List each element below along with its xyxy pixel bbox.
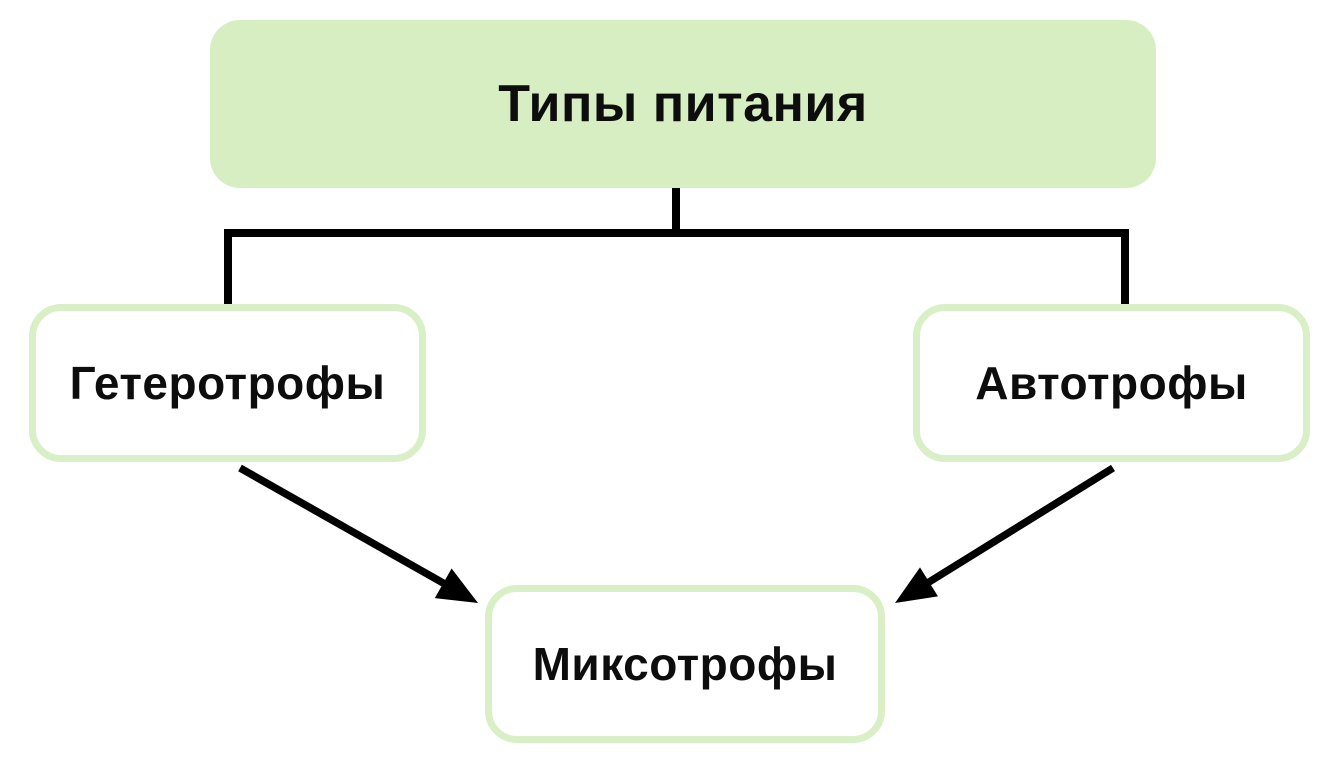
node-types-of-nutrition: Типы питания [210,20,1156,188]
node-autotrophs: Автотрофы [913,304,1310,462]
arrow-autotrophs-to-mixotrophs [895,464,1115,603]
node-mixotrophs: Миксотрофы [485,585,885,743]
node-mixotrophs-label: Миксотрофы [532,638,838,690]
tree-connector [224,187,1129,304]
node-heterotrophs-label: Гетеротрофы [69,357,386,409]
node-heterotrophs: Гетеротрофы [29,304,426,462]
node-types-of-nutrition-label: Типы питания [498,75,868,133]
arrowhead-icon [434,568,478,603]
arrowhead-icon [895,567,938,603]
arrow-heterotrophs-to-mixotrophs [238,464,478,603]
node-autotrophs-label: Автотрофы [975,357,1248,409]
